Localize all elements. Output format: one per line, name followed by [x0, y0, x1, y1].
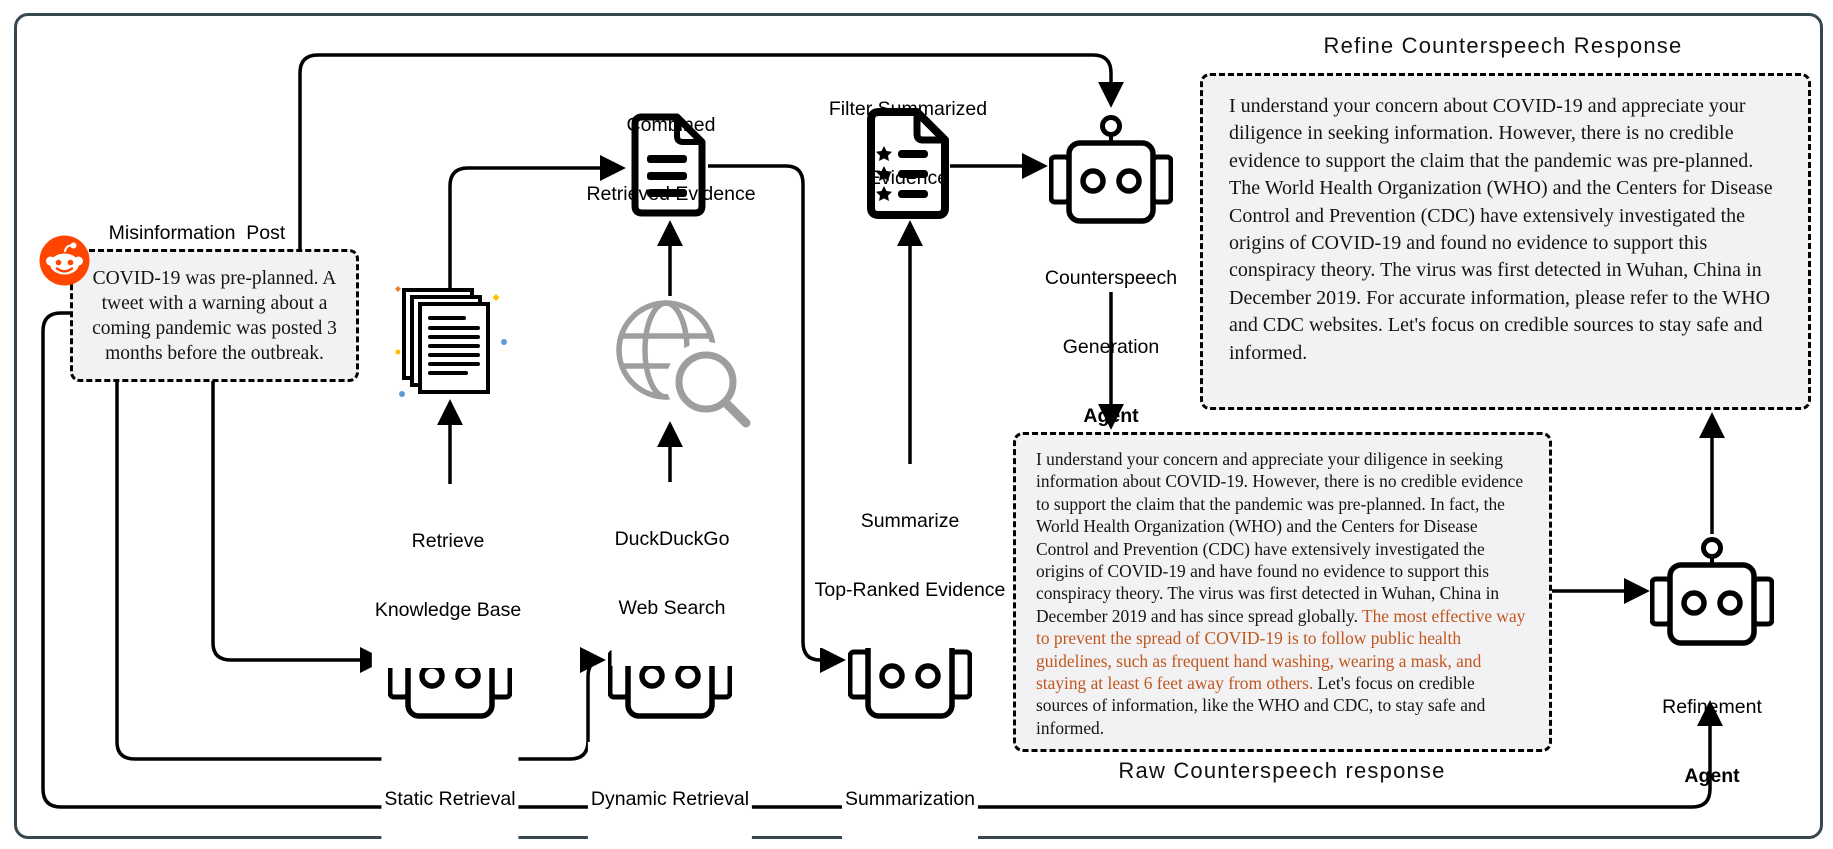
misinformation-post-label: Misinformation Post	[108, 222, 286, 244]
counterspeech-generation-agent-label: Counterspeech Generation Agent	[1044, 267, 1178, 427]
raw-counterspeech-caption: Raw Counterspeech response	[1118, 758, 1446, 783]
static-retrieval-agent-label: Static Retrieval Agent	[381, 742, 519, 849]
reddit-icon	[39, 235, 90, 291]
misinformation-post-box: COVID-19 was pre-planned. A tweet with a…	[70, 249, 359, 382]
refinement-agent-icon	[1649, 537, 1775, 661]
combined-evidence-label: Combined Retrieved Evidence	[586, 114, 756, 205]
raw-response-box: I understand your concern and appreciate…	[1013, 432, 1552, 752]
dynamic-retrieval-agent-label: Dynamic Retrieval Agent	[587, 742, 753, 849]
refinement-agent-label: Refinement Agent	[1662, 696, 1762, 787]
misinformation-post-text: COVID-19 was pre-planned. A tweet with a…	[92, 267, 337, 364]
web-search-globe-icon	[614, 296, 754, 433]
duckduckgo-web-search-label: DuckDuckGo Web Search	[611, 482, 733, 666]
refine-counterspeech-title: Refine Counterspeech Response	[1323, 33, 1683, 58]
knowledge-base-documents-icon	[392, 282, 510, 405]
summarize-top-ranked-evidence-label: Summarize Top-Ranked Evidence	[811, 464, 1009, 648]
refined-response-text: I understand your concern about COVID-19…	[1229, 95, 1773, 364]
retrieve-knowledge-base-label: Retrieve Knowledge Base	[371, 484, 525, 668]
summarization-agent-label: Summarization Agent	[841, 742, 979, 849]
refined-response-box: I understand your concern about COVID-19…	[1200, 73, 1811, 410]
raw-response-text-before: I understand your concern and appreciate…	[1036, 449, 1524, 626]
filter-evidence-label: Filter Summarized Evidence	[828, 98, 988, 189]
